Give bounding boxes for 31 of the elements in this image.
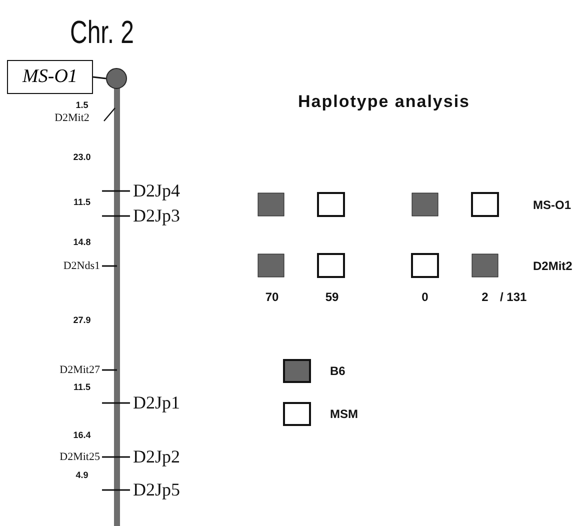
marker-label: D2Jp5	[133, 480, 180, 500]
marker-label: D2Nds1	[63, 260, 100, 272]
legend-label: B6	[330, 364, 346, 378]
legend-label: MSM	[330, 407, 358, 421]
distance-label: 4.9	[76, 470, 88, 480]
marker-label: D2Mit2	[54, 112, 90, 124]
distance-label: 14.8	[73, 237, 91, 247]
count-label: 70	[265, 290, 279, 304]
leader-line	[92, 76, 106, 80]
distance-label: 11.5	[73, 382, 91, 392]
marker-label: D2Jp2	[133, 446, 180, 468]
distance-label: 27.9	[73, 315, 91, 325]
row-label: D2Mit2	[533, 259, 572, 273]
gene-label-box: MS-O1	[7, 60, 93, 94]
distance-label: 1.5	[76, 100, 88, 110]
centromere-circle	[106, 68, 127, 89]
row-label: MS-O1	[533, 198, 572, 212]
chromosome-title: Chr. 2	[70, 14, 134, 51]
count-label: 2	[482, 290, 488, 304]
marker-label: D2Mit25	[60, 451, 100, 463]
marker-label: D2Mit27	[60, 364, 100, 376]
distance-label: 11.5	[73, 197, 91, 207]
distance-label: 23.0	[73, 152, 91, 162]
marker-label: D2Jp4	[133, 180, 180, 202]
distance-label: 16.4	[73, 430, 91, 440]
count-label: 0	[422, 290, 428, 304]
section-heading: Haplotype analysis	[298, 92, 470, 112]
total-label: / 131	[500, 290, 527, 304]
marker-label: D2Jp1	[133, 392, 180, 414]
marker-label: D2Jp3	[133, 206, 180, 226]
count-label: 59	[325, 290, 339, 304]
